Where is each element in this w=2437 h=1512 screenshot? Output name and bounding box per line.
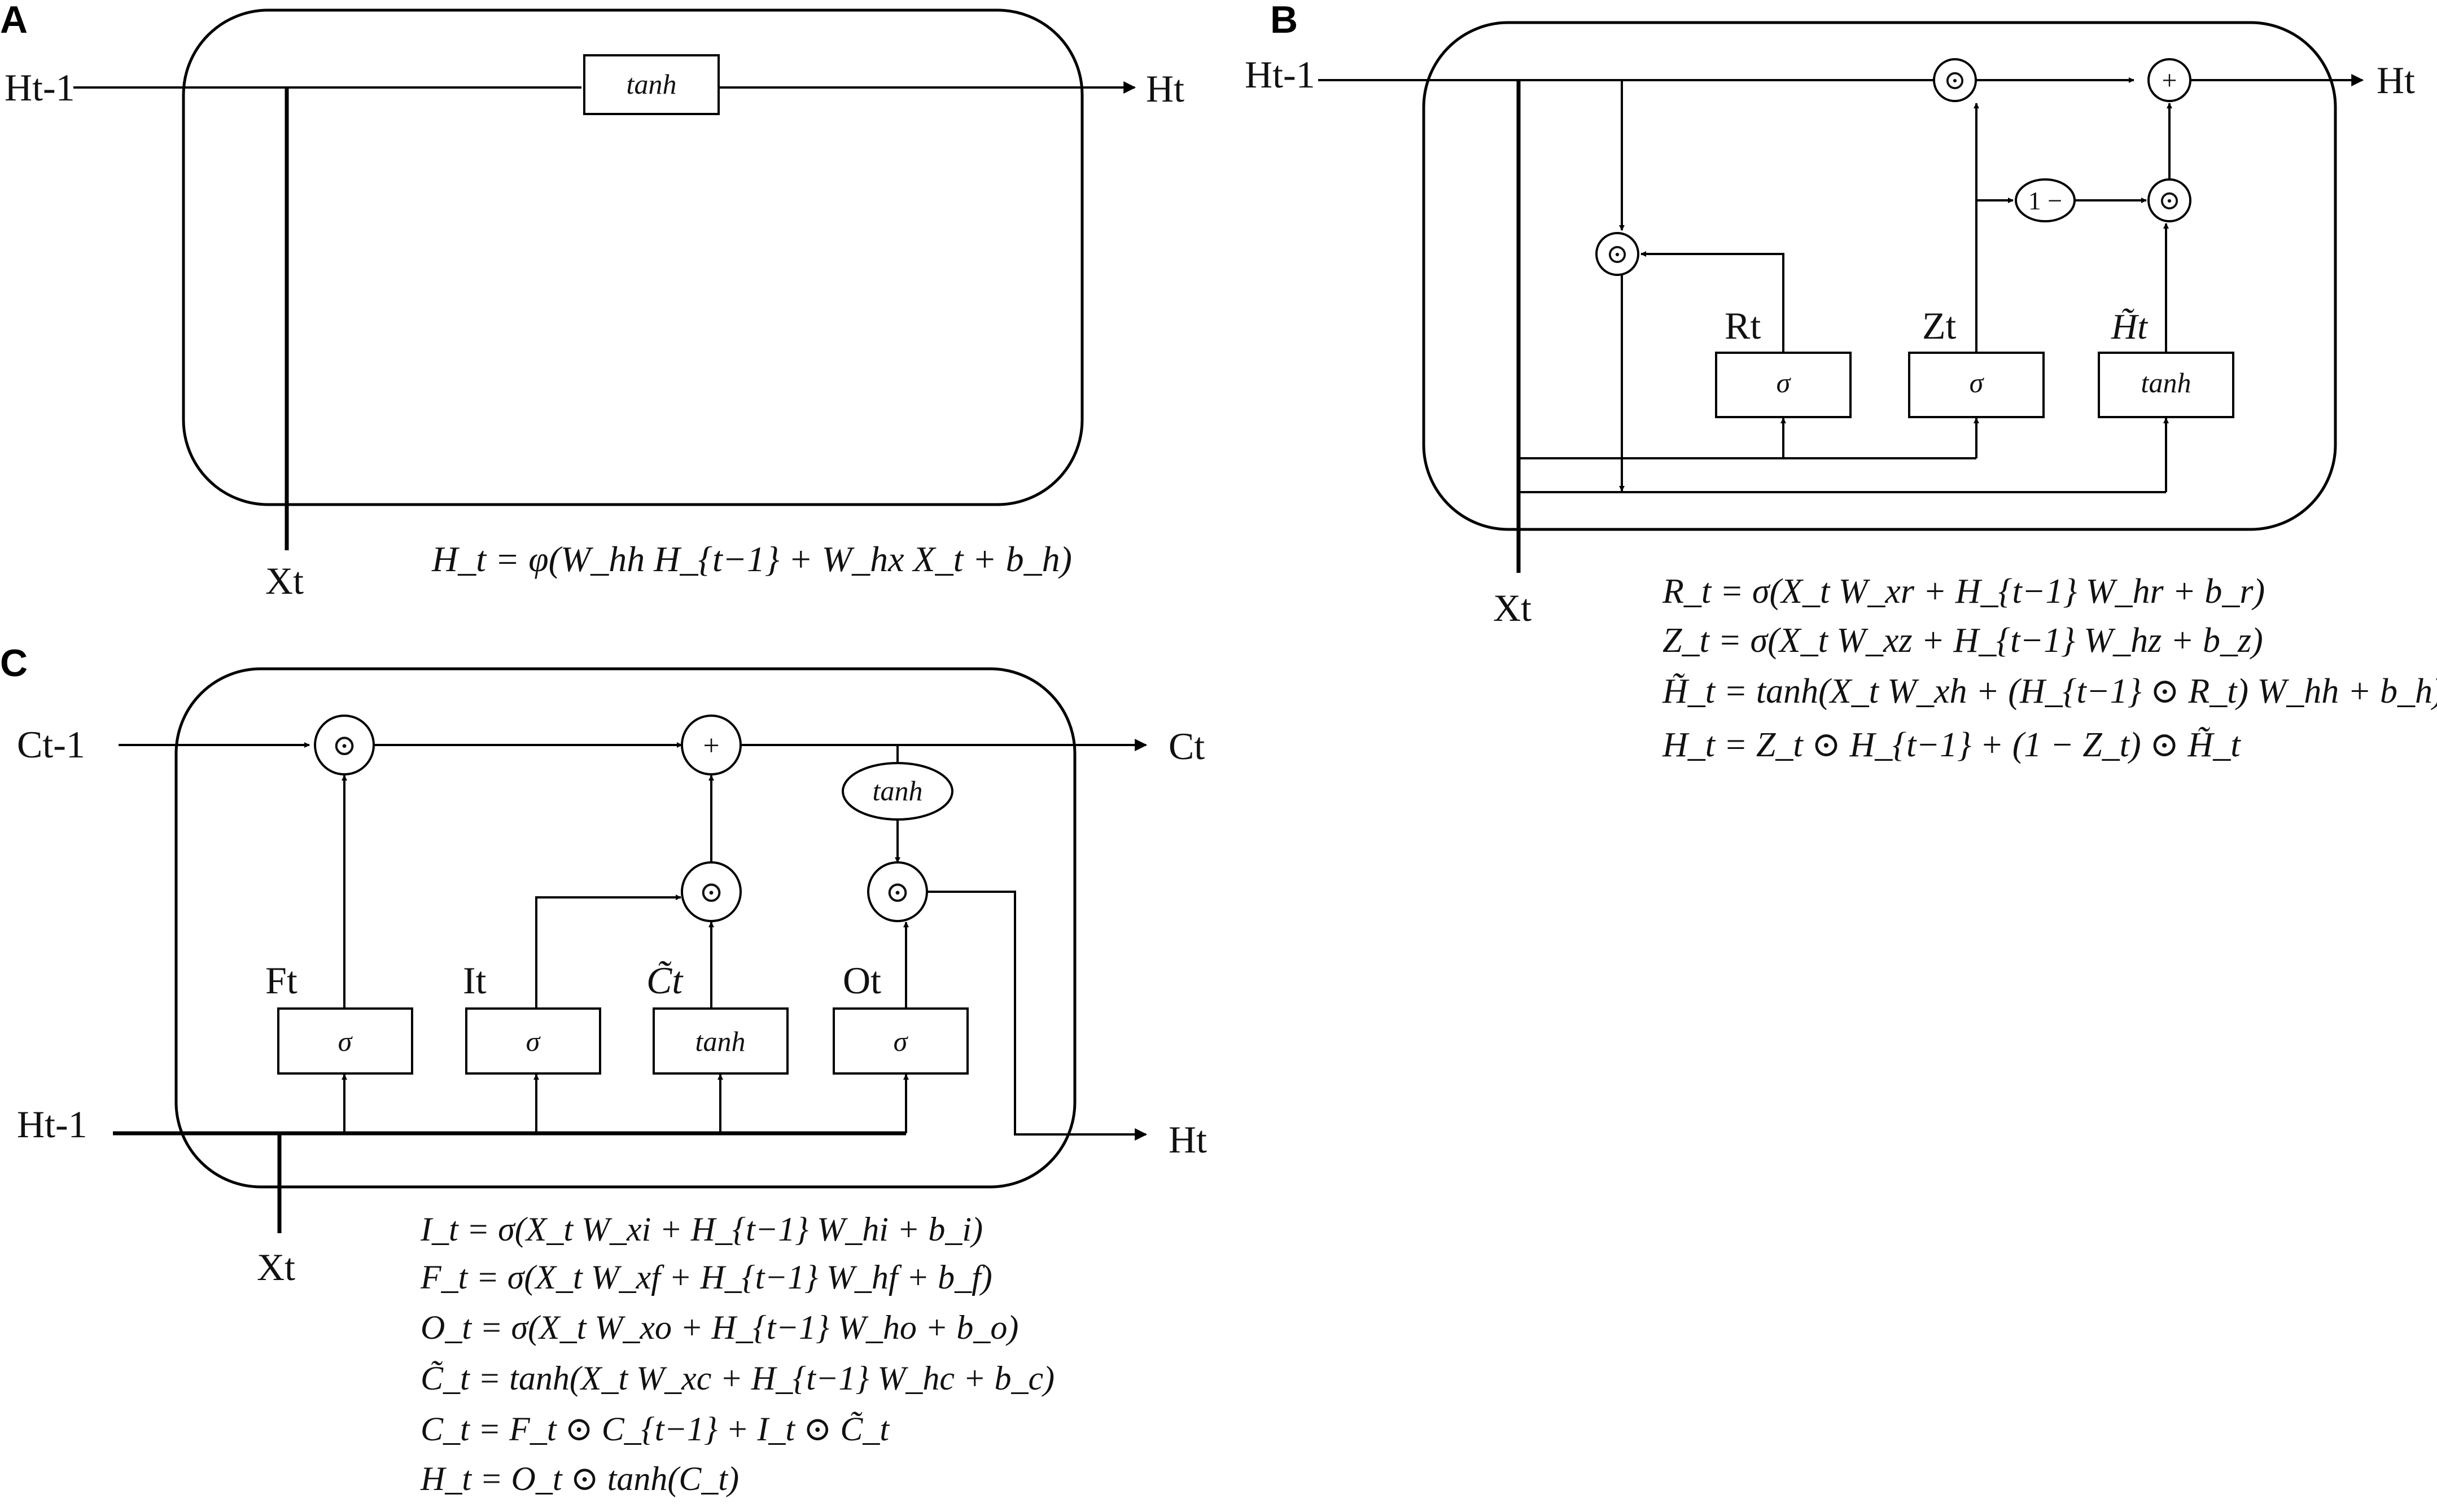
rnn-cell-boundary (182, 8, 1084, 506)
lstm-input-h-prev: Ht-1 (17, 1103, 87, 1146)
gru-candidate-tanh-label: tanh (2141, 367, 2191, 398)
lstm-output-mul-symbol: ⊙ (885, 876, 910, 909)
lstm-equation-3: O_t = σ(X_t W_xo + H_{t−1} W_ho + b_o) (421, 1309, 1018, 1346)
lstm-forget-sigma-label: σ (338, 1025, 353, 1057)
gru-update-gate-label: Zt (1922, 304, 1957, 347)
lstm-equation-1: I_t = σ(X_t W_xi + H_{t−1} W_hi + b_i) (420, 1211, 983, 1248)
gru-reset-sigma-label: σ (1777, 367, 1792, 398)
lstm-add-symbol: + (703, 730, 719, 762)
lstm-input-sigma-label: σ (526, 1025, 541, 1057)
lstm-candidate-tanh-block (653, 1007, 789, 1075)
rnn-equation: H_t = φ(W_hh H_{t−1} + W_hx X_t + b_h) (431, 539, 1072, 579)
lstm-equation-5: C_t = F_t ⊙ C_{t−1} + I_t ⊙ C̃_t (421, 1410, 890, 1448)
lstm-equation-2: F_t = σ(X_t W_xf + H_{t−1} W_hf + b_f) (420, 1259, 992, 1296)
lstm-input-sigma-block (465, 1007, 601, 1075)
rnn-input-h-prev: Ht-1 (5, 66, 75, 109)
gru-cell-boundary (1422, 21, 2337, 531)
lstm-cell-boundary (174, 667, 1077, 1189)
lstm-equation-4: C̃_t = tanh(X_t W_xc + H_{t−1} W_hc + b_… (421, 1360, 1055, 1397)
gru-mul-right-symbol: ⊙ (2158, 186, 2181, 216)
lstm-input-c-prev: Ct-1 (17, 723, 85, 766)
lstm-output-h-line (927, 891, 1148, 1141)
panel-b-label: B (1270, 0, 1298, 41)
lstm-input-gate-label: It (463, 959, 487, 1002)
lstm-forget-gate-label: Ft (265, 959, 297, 1002)
gru-update-sigma-label: σ (1970, 367, 1985, 398)
lstm-candidate-tanh-label: tanh (695, 1025, 746, 1057)
gru-mul-circle-reset (1595, 232, 1639, 276)
lstm-input-to-mul (535, 895, 681, 1009)
lstm-input-x: Xt (257, 1246, 295, 1289)
lstm-output-h: Ht (1169, 1118, 1207, 1161)
gru-equation-2: Z_t = σ(X_t W_xz + H_{t−1} W_hz + b_z) (1662, 621, 2263, 660)
panel-a-label: A (0, 0, 28, 41)
gru-mul-circle-top (1933, 58, 1977, 102)
gru-output-h: Ht (2377, 59, 2415, 102)
lstm-output-gate-label: Ot (843, 959, 881, 1002)
lstm-forget-mul-symbol: ⊙ (332, 730, 357, 762)
gru-equation-3: H̃_t = tanh(X_t W_xh + (H_{t−1} ⊙ R_t) W… (1662, 672, 2437, 711)
panel-a: A Ht-1 tanh Ht Xt H_t = φ(W_hh H_{t−1} +… (0, 0, 1184, 602)
panel-c: C Ct-1 ⊙ + Ct tanh ⊙ Ht ⊙ σ Ft σ It tanh (0, 642, 1207, 1497)
lstm-cell-tanh-label: tanh (873, 775, 923, 807)
gru-candidate-label: H̃t (2111, 306, 2149, 347)
panel-b: B Ht-1 Ht ⊙ + ⊙ ⊙ 1 − σ Rt σ Zt tanh H̃t… (1245, 0, 2437, 764)
rnn-tanh-block (583, 54, 720, 115)
rnn-input-x: Xt (265, 559, 304, 602)
lstm-candidate-label: C̃t (646, 959, 684, 1002)
gru-equation-1: R_t = σ(X_t W_xr + H_{t−1} W_hr + b_r) (1662, 572, 2265, 611)
panel-c-label: C (0, 642, 28, 685)
gru-one-minus-label: 1 − (2028, 186, 2062, 215)
gru-add-circle (2147, 58, 2191, 102)
gru-reset-to-mul (1640, 251, 1784, 353)
gru-equation-4: H_t = Z_t ⊙ H_{t−1} + (1 − Z_t) ⊙ H̃_t (1662, 726, 2241, 764)
lstm-output-sigma-block (833, 1007, 969, 1075)
rnn-tanh-label: tanh (627, 68, 677, 100)
lstm-output-sigma-label: σ (894, 1025, 909, 1057)
gru-mul-reset-symbol: ⊙ (1606, 239, 1629, 269)
gru-reset-gate-label: Rt (1725, 304, 1761, 347)
gru-add-symbol: + (2162, 65, 2177, 95)
lstm-equation-6: H_t = O_t ⊙ tanh(C_t) (420, 1460, 739, 1497)
rnn-output-h: Ht (1146, 67, 1184, 110)
gru-input-h-prev: Ht-1 (1245, 53, 1315, 96)
lstm-input-mul-symbol: ⊙ (699, 876, 724, 909)
gru-input-x: Xt (1493, 586, 1532, 629)
gru-mul-top-symbol: ⊙ (1944, 65, 1966, 95)
lstm-output-c: Ct (1169, 725, 1205, 768)
